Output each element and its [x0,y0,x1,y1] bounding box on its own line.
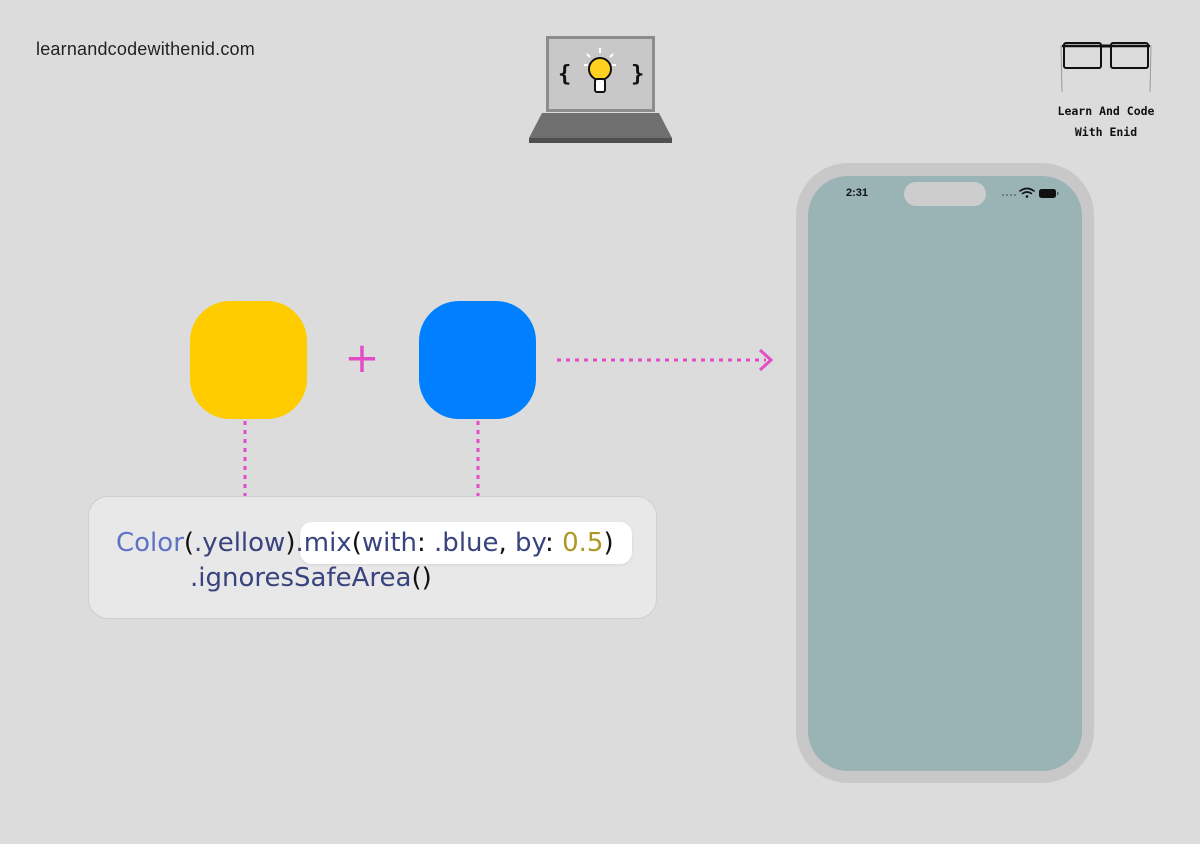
code-line-1: Color(.yellow).mix(with: .blue, by: 0.5) [116,528,614,558]
phone-screen [808,176,1082,771]
plus-symbol: + [344,333,380,382]
laptop-brace-open: { [558,62,571,87]
brand-line-2: With Enid [1074,125,1138,139]
yellow-swatch [190,301,307,419]
lightbulb-icon [584,48,616,93]
dynamic-island [904,182,986,206]
status-time: 2:31 [846,187,869,199]
battery-icon [1039,189,1059,198]
blue-swatch [419,301,536,419]
brand-line-1: Learn And Code [1057,104,1155,118]
code-blue: .blue [425,528,499,558]
code-line-2: .ignoresSafeArea() [190,563,432,593]
glasses-icon [1060,42,1152,93]
code-mix: .mix [295,528,352,558]
brand-name: Learn And Code With Enid [1030,101,1182,143]
signal-dots-icon [1002,194,1016,196]
laptop-brace-close: } [631,62,644,87]
code-type-color: Color [116,528,184,558]
arrow-head-icon [758,348,774,372]
status-icons [1002,187,1059,198]
laptop-lightbulb-code-icon: { } [529,36,672,143]
code-by-label: by [506,528,546,558]
code-with-label: with [361,528,418,558]
wifi-icon [1019,187,1035,198]
code-amount: 0.5 [553,528,604,558]
website-url: learnandcodewithenid.com [36,39,255,59]
code-yellow: .yellow [194,528,286,558]
code-highlight [300,522,632,564]
code-ignores-safe-area: .ignoresSafeArea [190,563,412,593]
